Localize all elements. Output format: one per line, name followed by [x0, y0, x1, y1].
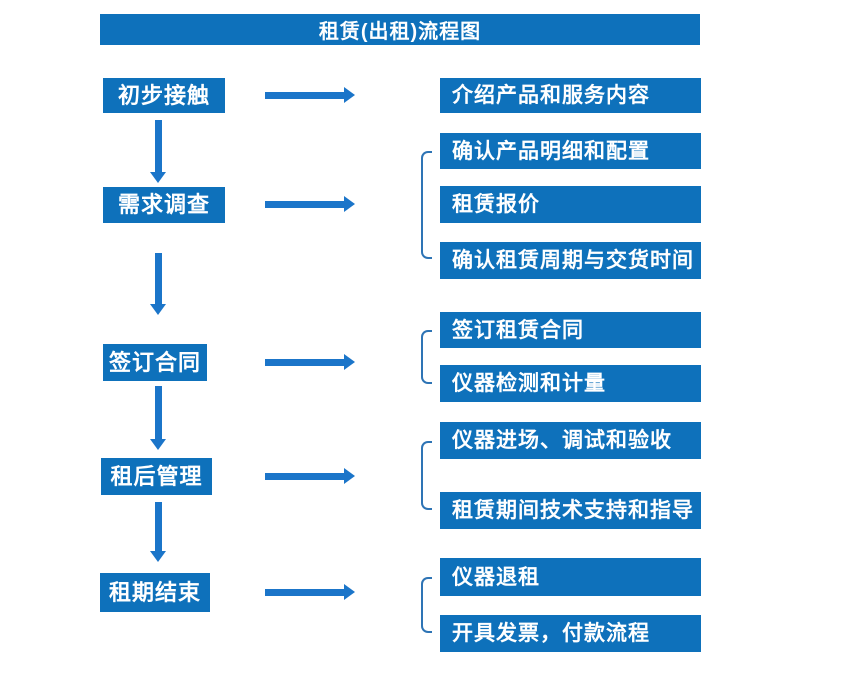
- bracket-group-sign-contract: [421, 330, 432, 384]
- arrow-shaft: [155, 120, 162, 175]
- arrow-right-icon-1: [265, 87, 355, 104]
- detail-label: 仪器检测和计量: [452, 372, 606, 395]
- arrow-right-icon-4: [265, 468, 355, 485]
- detail-box-confirm-period-delivery: 确认租赁周期与交货时间: [440, 242, 701, 279]
- step-box-post-rental-management: 租后管理: [101, 458, 212, 495]
- arrow-shaft: [265, 589, 347, 596]
- bracket-group-demand-survey: [421, 151, 432, 259]
- arrow-shaft: [265, 92, 347, 99]
- detail-box-instrument-testing: 仪器检测和计量: [440, 365, 701, 402]
- title-banner: 租赁(出租)流程图: [100, 14, 700, 45]
- arrow-right-icon-2: [265, 196, 355, 213]
- arrow-shaft: [155, 502, 162, 554]
- detail-label: 确认产品明细和配置: [452, 139, 650, 163]
- detail-label: 开具发票，付款流程: [452, 622, 650, 645]
- detail-label: 介绍产品和服务内容: [452, 84, 650, 107]
- step-box-demand-survey: 需求调查: [103, 187, 225, 223]
- arrow-head: [344, 196, 355, 212]
- arrow-down-icon-3: [150, 386, 167, 450]
- step-label: 初步接触: [117, 82, 210, 108]
- step-box-sign-contract: 签订合同: [103, 344, 207, 381]
- arrow-down-icon-1: [150, 120, 167, 183]
- arrow-shaft: [265, 201, 347, 208]
- arrow-head: [150, 439, 166, 450]
- step-box-initial-contact: 初步接触: [103, 78, 225, 113]
- detail-label: 仪器进场、调试和验收: [452, 429, 672, 452]
- detail-label: 确认租赁周期与交货时间: [452, 249, 694, 272]
- bracket-group-post-rental: [421, 441, 432, 510]
- arrow-shaft: [155, 386, 162, 442]
- step-label: 签订合同: [108, 349, 201, 375]
- bracket-group-lease-end: [421, 577, 432, 633]
- step-label: 需求调查: [117, 192, 210, 217]
- step-label: 租后管理: [110, 463, 203, 489]
- detail-label: 租赁报价: [452, 193, 540, 216]
- arrow-head: [344, 468, 355, 484]
- detail-label: 仪器退租: [452, 565, 540, 589]
- arrow-shaft: [265, 359, 347, 366]
- arrow-head: [150, 304, 166, 315]
- detail-box-instrument-setup-acceptance: 仪器进场、调试和验收: [440, 422, 701, 459]
- arrow-shaft: [265, 473, 347, 480]
- arrow-down-icon-2: [150, 253, 167, 315]
- detail-box-sign-rental-contract: 签订租赁合同: [440, 312, 701, 348]
- detail-label: 签订租赁合同: [452, 318, 584, 342]
- detail-box-rental-quote: 租赁报价: [440, 186, 701, 223]
- arrow-head: [344, 87, 355, 103]
- arrow-head: [344, 584, 355, 600]
- detail-box-instrument-return: 仪器退租: [440, 558, 701, 596]
- arrow-head: [150, 551, 166, 562]
- detail-box-invoice-payment: 开具发票，付款流程: [440, 615, 701, 652]
- detail-box-confirm-product-config: 确认产品明细和配置: [440, 133, 701, 169]
- page-title: 租赁(出租)流程图: [318, 21, 482, 43]
- detail-box-intro-products-services: 介绍产品和服务内容: [440, 78, 701, 113]
- arrow-right-icon-3: [265, 354, 355, 371]
- arrow-head: [150, 172, 166, 183]
- arrow-right-icon-5: [265, 584, 355, 601]
- arrow-head: [344, 354, 355, 370]
- arrow-down-icon-4: [150, 502, 167, 562]
- step-box-lease-end: 租期结束: [100, 573, 210, 612]
- arrow-shaft: [155, 253, 162, 307]
- step-label: 租期结束: [108, 579, 201, 605]
- detail-label: 租赁期间技术支持和指导: [452, 499, 694, 522]
- detail-box-rental-tech-support: 租赁期间技术支持和指导: [440, 492, 701, 529]
